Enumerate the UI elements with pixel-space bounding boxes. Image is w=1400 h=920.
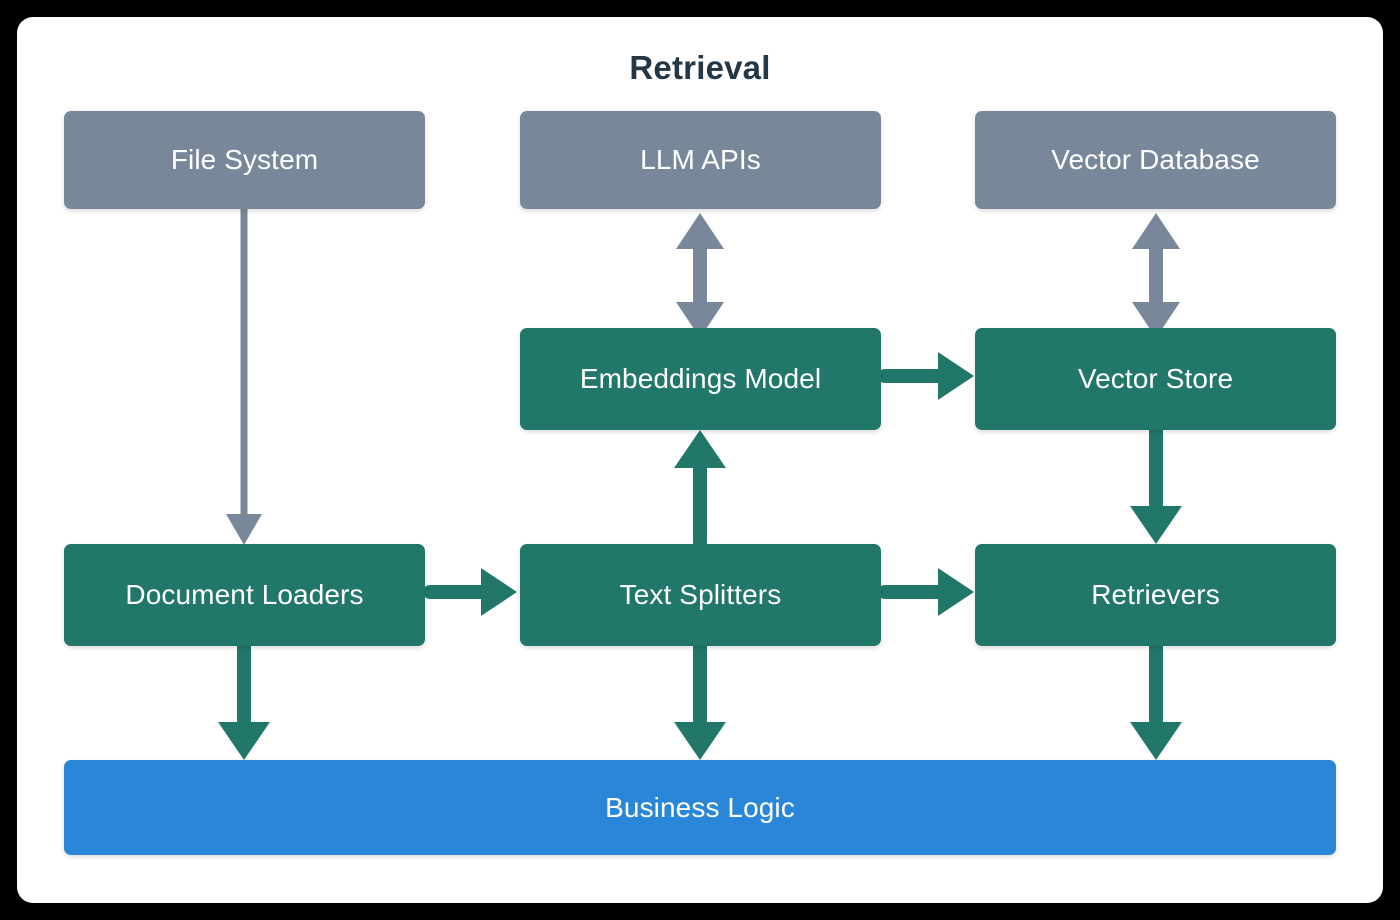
arrow-retrievers-to-business-logic [1130, 639, 1182, 760]
arrow-document-loaders-to-business-logic [218, 639, 270, 760]
diagram-title: Retrieval [629, 49, 771, 86]
arrow-embeddings-model-to-vector-store [878, 352, 974, 400]
diagram-card: Retrieval [17, 17, 1383, 903]
retrieval-architecture-diagram: Retrieval [17, 17, 1383, 903]
arrow-document-loaders-to-text-splitters [423, 568, 517, 616]
node-vector-database[interactable]: Vector Database [975, 111, 1336, 209]
arrow-vector-store-to-retrievers [1130, 423, 1182, 544]
arrow-text-splitters-to-business-logic [674, 639, 726, 760]
arrow-text-splitters-to-embeddings-model [674, 430, 726, 549]
arrow-llm-apis-embeddings-model-bidirectional [676, 213, 724, 338]
node-file-system[interactable]: File System [64, 111, 425, 209]
arrow-text-splitters-to-retrievers [878, 568, 974, 616]
node-text-splitters[interactable]: Text Splitters [520, 544, 881, 646]
arrow-vector-database-vector-store-bidirectional [1132, 213, 1180, 338]
node-business-logic[interactable]: Business Logic [64, 760, 1336, 855]
node-vector-store[interactable]: Vector Store [975, 328, 1336, 430]
node-llm-apis[interactable]: LLM APIs [520, 111, 881, 209]
node-retrievers[interactable]: Retrievers [975, 544, 1336, 646]
node-document-loaders[interactable]: Document Loaders [64, 544, 425, 646]
node-embeddings-model[interactable]: Embeddings Model [520, 328, 881, 430]
arrow-file-system-to-document-loaders [226, 205, 262, 545]
